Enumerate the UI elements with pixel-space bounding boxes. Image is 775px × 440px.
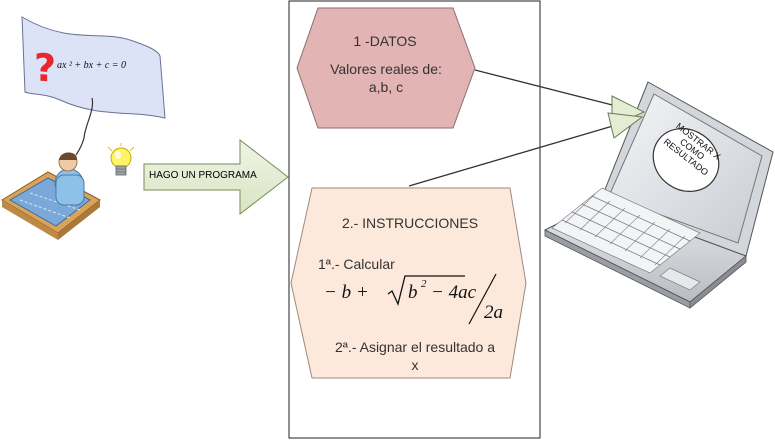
formula-minus-4ac: − 4ac bbox=[431, 282, 477, 303]
datos-title: 1 -DATOS bbox=[353, 33, 417, 49]
hago-programa-arrow bbox=[143, 138, 289, 216]
laptop-icon bbox=[543, 81, 774, 309]
question-mark: ? bbox=[34, 45, 57, 91]
quadratic-equation: ax ² + bx + c = 0 bbox=[57, 60, 127, 71]
instrucciones-title: 2.- INSTRUCCIONES bbox=[341, 215, 479, 231]
division-slash bbox=[468, 273, 497, 325]
flag-string bbox=[75, 97, 94, 156]
flag-shape bbox=[21, 16, 166, 119]
person-at-desk-icon bbox=[1, 152, 101, 240]
quadratic-formula: − b + b 2 − 4ac 2a bbox=[324, 272, 524, 328]
connector-arrows bbox=[408, 69, 646, 187]
screen-oval bbox=[652, 128, 720, 192]
step1-label: 1ª.- Calcular bbox=[318, 256, 395, 272]
formula-b: b bbox=[408, 282, 418, 303]
formula-exponent: 2 bbox=[421, 278, 427, 290]
lightbulb-icon bbox=[107, 143, 135, 176]
datos-line1: Valores reales de: bbox=[330, 61, 442, 77]
instrucciones-hexagon bbox=[290, 187, 527, 379]
step2-line1: 2ª.- Asignar el resultado a bbox=[334, 339, 496, 355]
hago-programa-label: HAGO UN PROGRAMA bbox=[149, 170, 257, 181]
datos-line2: a,b, c bbox=[368, 79, 404, 95]
datos-hexagon bbox=[296, 7, 476, 129]
formula-denominator: 2a bbox=[484, 302, 503, 323]
formula-minus-b: − b + bbox=[324, 282, 369, 303]
sqrt-sign-icon bbox=[387, 275, 465, 306]
step2-line2: x bbox=[411, 357, 419, 373]
